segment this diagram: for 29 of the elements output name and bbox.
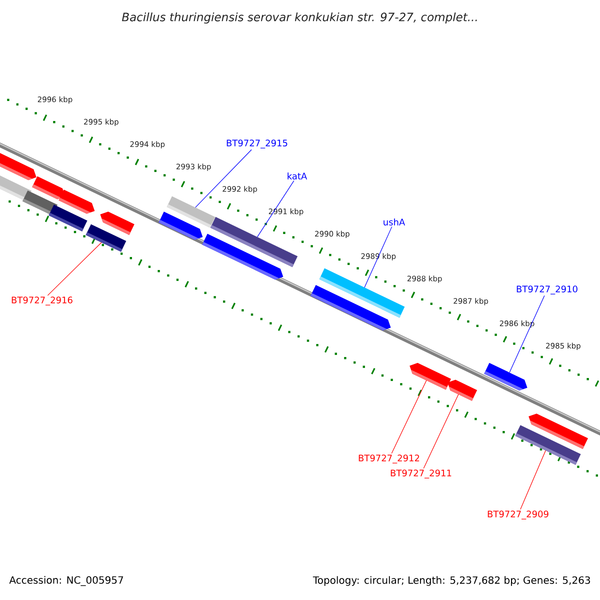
gene-feature xyxy=(58,190,95,214)
leader-line xyxy=(509,295,545,373)
leader-line xyxy=(195,149,252,208)
gene-feature xyxy=(32,176,66,200)
gene-feature xyxy=(410,362,451,390)
gene-label: BT9727_2915 xyxy=(226,140,288,148)
gene-feature xyxy=(166,196,216,228)
gene-label: BT9727_2916 xyxy=(12,296,72,306)
summary-text: Topology: circular; Length: 5,237,682 bp; Genes: 5,263 xyxy=(312,576,590,586)
gene-label: BT9727_2910 xyxy=(516,286,578,294)
leader-line xyxy=(47,242,102,296)
gene-label: BT9727_2911 xyxy=(390,470,452,478)
gene-feature xyxy=(528,414,588,449)
gene-feature xyxy=(319,268,405,318)
leader-line xyxy=(391,380,427,454)
leader-line xyxy=(257,180,294,238)
gene-feature xyxy=(100,212,134,235)
leader-line xyxy=(364,226,392,288)
leader-line xyxy=(520,450,546,510)
title: Bacillus thuringiensis serovar konkukian str. 97-27, complet... xyxy=(122,12,477,24)
accession-text: Accession: NC_005957 xyxy=(9,576,124,586)
gene-label: BT9727_2909 xyxy=(488,510,548,520)
gene-label: BT9727_2912 xyxy=(358,454,420,464)
gene-feature xyxy=(484,362,528,390)
gene-feature xyxy=(210,216,298,268)
gene-label: ushA xyxy=(384,218,406,226)
gene-feature xyxy=(448,380,478,401)
leader-line xyxy=(423,394,459,469)
gene-label: katA xyxy=(288,172,308,180)
